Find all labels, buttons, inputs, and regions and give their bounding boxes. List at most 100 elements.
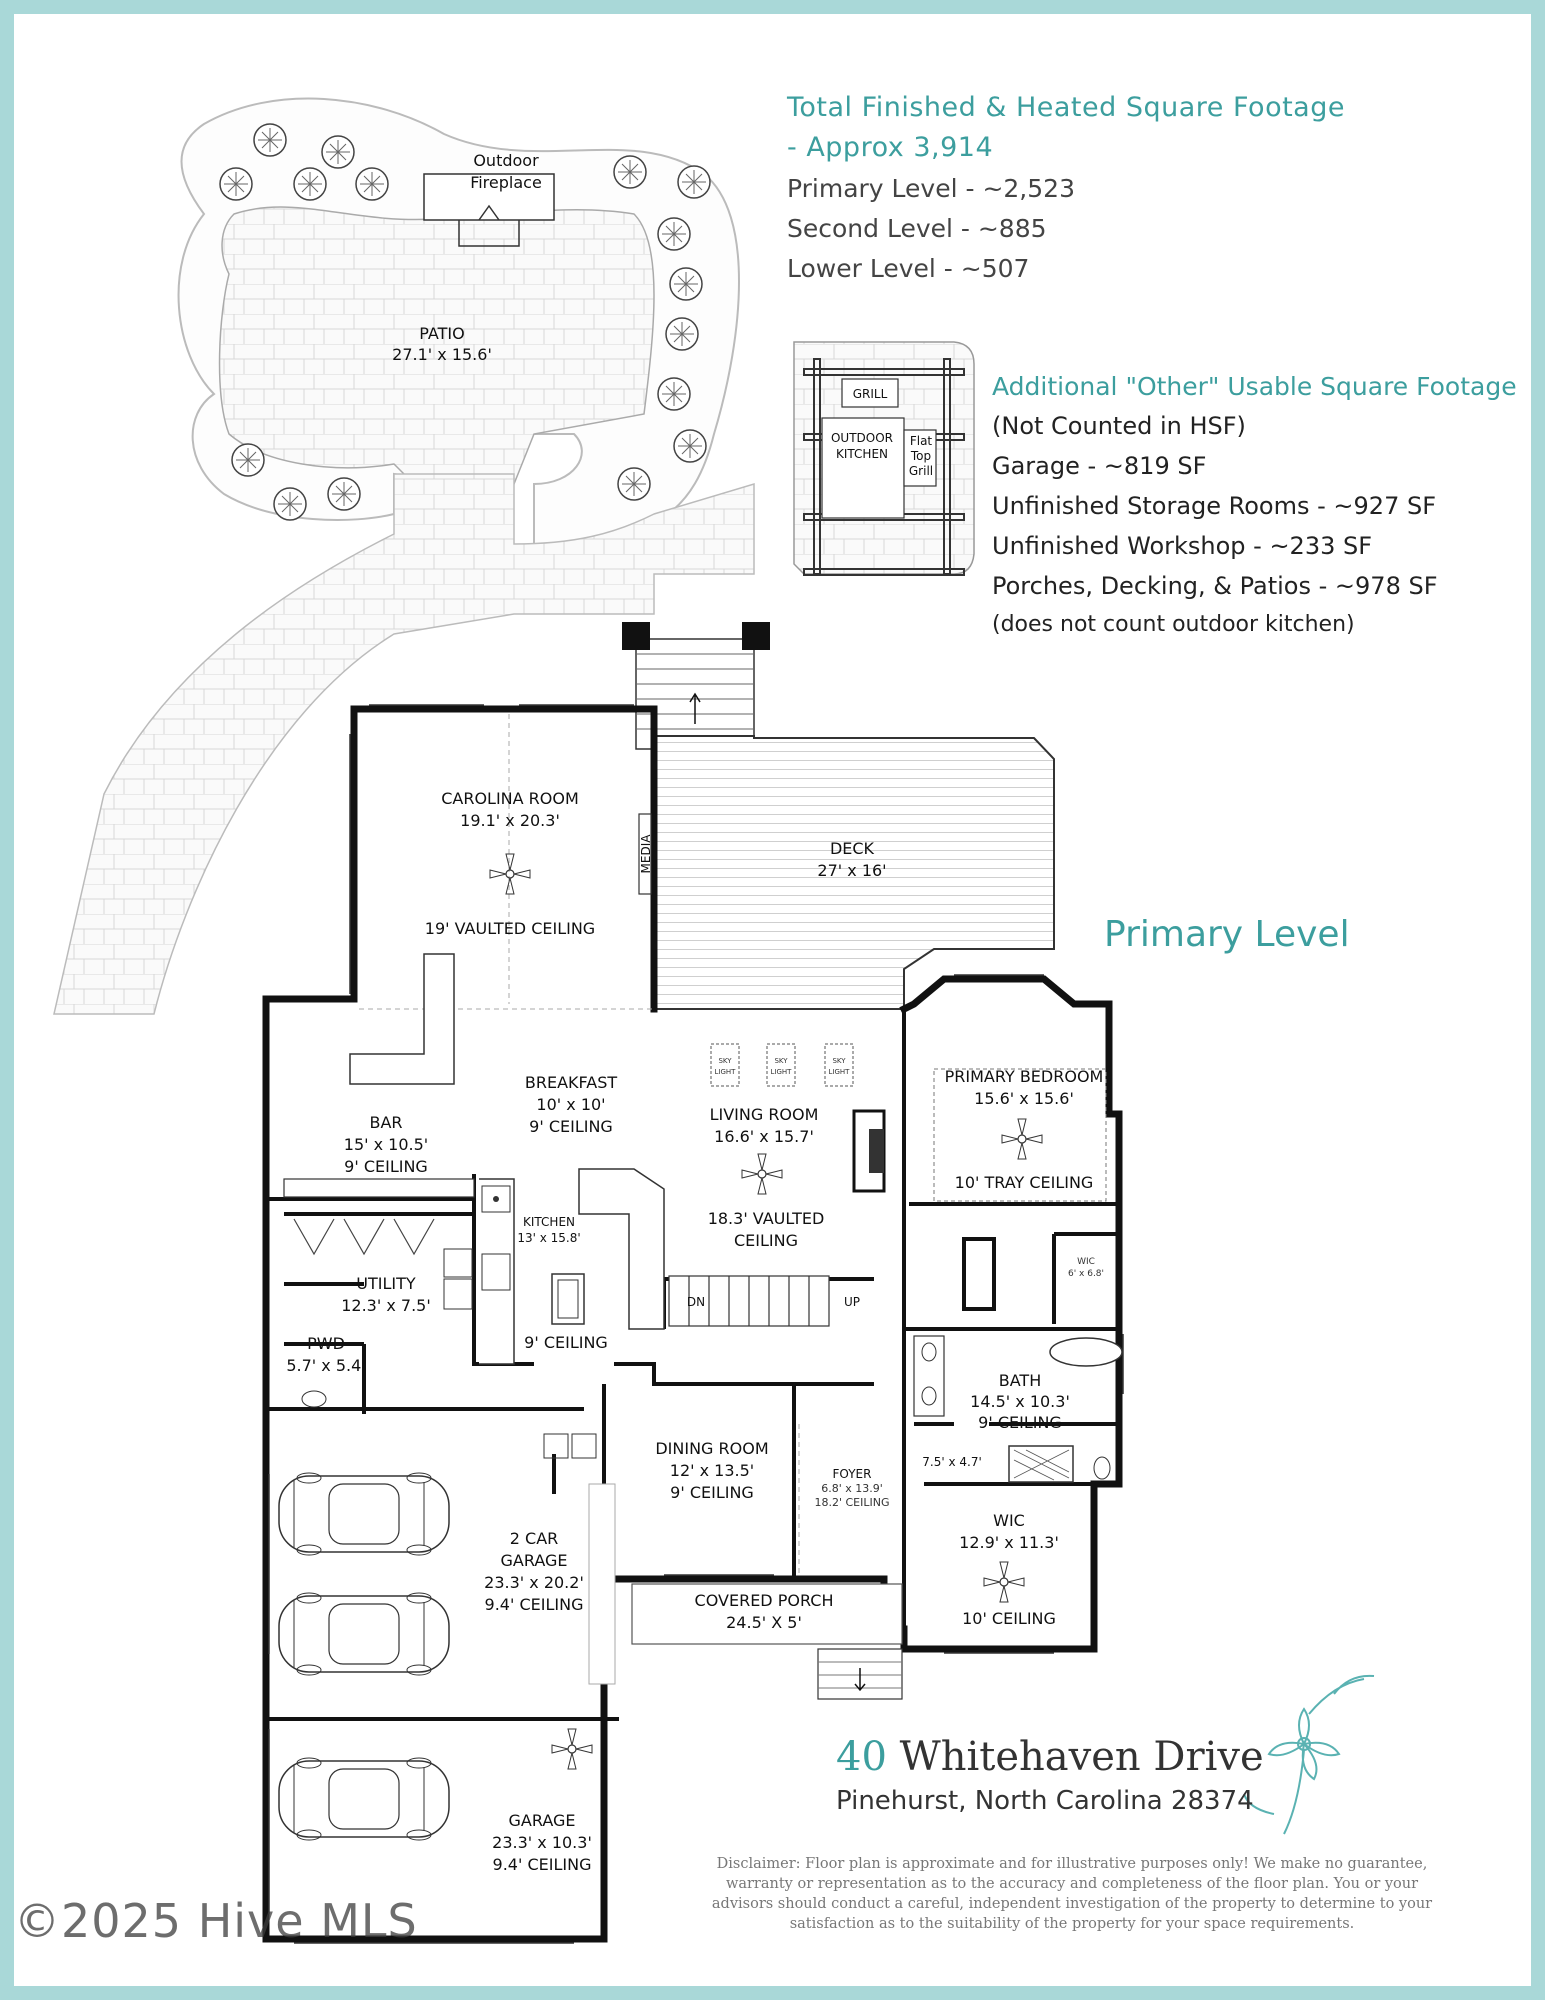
ceiling-fan-icon — [741, 1153, 783, 1195]
tree-icon — [273, 487, 307, 521]
foyer-ceiling: 18.2' CEILING — [814, 1496, 889, 1509]
living-room-ceiling-2: CEILING — [734, 1231, 798, 1250]
summary-level-second: Second Level - ~885 — [787, 214, 1047, 243]
tree-icon — [321, 135, 355, 169]
skylight-label-3a: SKY — [832, 1057, 846, 1065]
ceiling-fan-icon — [1001, 1118, 1043, 1160]
skylight-label-1a: SKY — [718, 1057, 732, 1065]
property-address: 40 Whitehaven Drive — [836, 1734, 1264, 1780]
watermark: ©2025 Hive MLS — [14, 1894, 418, 1948]
tree-icon — [657, 217, 691, 251]
ceiling-fan-icon — [983, 1561, 1025, 1603]
additional-note: (Not Counted in HSF) — [992, 412, 1246, 440]
exterior-walls — [262, 705, 1123, 1943]
wic-large-ceiling: 10' CEILING — [962, 1609, 1056, 1628]
additional-item-porches: Porches, Decking, & Patios - ~978 SF — [992, 572, 1438, 600]
address-number: 40 — [836, 1734, 887, 1780]
address-street: Whitehaven Drive — [899, 1734, 1264, 1780]
outdoor-fireplace — [423, 173, 555, 221]
bath-ceiling: 9' CEILING — [978, 1413, 1062, 1432]
living-room-dimensions: 16.6' x 15.7' — [714, 1127, 814, 1146]
breakfast-ceiling: 9' CEILING — [529, 1117, 613, 1136]
covered-porch-dimensions: 24.5' X 5' — [726, 1613, 802, 1632]
deck-label: DECK — [830, 839, 875, 858]
car-icon — [278, 1472, 450, 1556]
flat-top-grill-label-1: Flat — [910, 434, 933, 448]
two-car-garage-label-1: 2 CAR — [510, 1529, 559, 1548]
two-car-garage-dimensions: 23.3' x 20.2' — [484, 1573, 584, 1592]
additional-item-workshop: Unfinished Workshop - ~233 SF — [992, 532, 1373, 560]
bar-ceiling: 9' CEILING — [344, 1157, 428, 1176]
skylight-label-2b: LIGHT — [771, 1068, 793, 1076]
tree-icon — [327, 477, 361, 511]
skylight-label-3b: LIGHT — [829, 1068, 851, 1076]
kitchen-label: KITCHEN — [523, 1215, 575, 1229]
media-label: MEDIA — [639, 834, 653, 874]
tree-icon — [219, 167, 253, 201]
car-icon — [278, 1757, 450, 1841]
dining-room-ceiling: 9' CEILING — [670, 1483, 754, 1502]
living-room-ceiling-1: 18.3' VAULTED — [708, 1209, 825, 1228]
flat-top-grill-label-3: Grill — [909, 464, 933, 478]
bath-label: BATH — [999, 1371, 1041, 1390]
primary-bedroom-label: PRIMARY BEDROOM — [945, 1067, 1104, 1086]
breakfast-label: BREAKFAST — [525, 1073, 617, 1092]
deck-dimensions: 27' x 16' — [817, 861, 886, 880]
utility-dimensions: 12.3' x 7.5' — [341, 1296, 431, 1315]
address-city: Pinehurst, North Carolina 28374 — [836, 1786, 1254, 1816]
skylight-label-1b: LIGHT — [715, 1068, 737, 1076]
wic-large-label: WIC — [993, 1511, 1025, 1530]
tree-icon — [669, 267, 703, 301]
pwd-dimensions: 5.7' x 5.4' — [286, 1356, 365, 1375]
primary-bedroom-ceiling: 10' TRAY CEILING — [955, 1173, 1094, 1192]
outdoor-fireplace-label-2: Fireplace — [470, 173, 542, 192]
tree-icon — [617, 467, 651, 501]
ceiling-fan-icon — [489, 853, 531, 895]
living-room-label: LIVING ROOM — [710, 1105, 819, 1124]
outdoor-kitchen-label-2: KITCHEN — [836, 447, 888, 461]
tree-icon — [677, 165, 711, 199]
pwd-label: PWD — [307, 1334, 345, 1353]
covered-porch-label: COVERED PORCH — [695, 1591, 834, 1610]
windows — [268, 704, 1124, 1944]
flat-top-grill-label-2: Top — [910, 449, 931, 463]
skylights: SKY LIGHT SKY LIGHT SKY LIGHT — [710, 1043, 854, 1087]
outdoor-fireplace-label-1: Outdoor — [473, 151, 539, 170]
tree-icon — [231, 443, 265, 477]
carolina-room-label: CAROLINA ROOM — [441, 789, 579, 808]
tree-icon — [613, 155, 647, 189]
additional-title: Additional "Other" Usable Square Footage — [992, 372, 1517, 401]
kitchen-dimensions: 13' x 15.8' — [517, 1231, 580, 1245]
foyer-dimensions: 6.8' x 13.9' — [821, 1482, 883, 1495]
additional-item-garage: Garage - ~819 SF — [992, 452, 1207, 480]
closet-small-dimensions: 7.5' x 4.7' — [922, 1455, 982, 1469]
garage-label: GARAGE — [509, 1811, 576, 1830]
wic-small-label: WIC — [1077, 1257, 1095, 1267]
tree-icon — [293, 167, 327, 201]
dining-room-label: DINING ROOM — [655, 1439, 768, 1458]
additional-footnote: (does not count outdoor kitchen) — [992, 612, 1355, 637]
patio-label: PATIO — [419, 324, 464, 343]
breakfast-dimensions: 10' x 10' — [536, 1095, 605, 1114]
tree-icon — [657, 377, 691, 411]
summary-level-lower: Lower Level - ~507 — [787, 254, 1030, 283]
kitchen-ceiling: 9' CEILING — [524, 1333, 608, 1352]
disclaimer: Disclaimer: Floor plan is approximate an… — [711, 1856, 1433, 1932]
primary-bedroom-dimensions: 15.6' x 15.6' — [974, 1089, 1074, 1108]
level-label: Primary Level — [1104, 914, 1350, 955]
bar-dimensions: 15' x 10.5' — [344, 1135, 428, 1154]
walkway — [53, 473, 755, 1015]
summary-level-primary: Primary Level - ~2,523 — [787, 174, 1075, 203]
staircase — [668, 1275, 830, 1327]
carolina-room-ceiling: 19' VAULTED CEILING — [425, 919, 595, 938]
tree-icon — [673, 429, 707, 463]
utility-label: UTILITY — [356, 1274, 416, 1293]
skylight-label-2a: SKY — [774, 1057, 788, 1065]
bar-label: BAR — [369, 1113, 402, 1132]
garage-ceiling: 9.4' CEILING — [493, 1855, 592, 1874]
carolina-room-dimensions: 19.1' x 20.3' — [460, 811, 560, 830]
ceiling-fan-icon — [551, 1728, 593, 1770]
floor-plan-page: Outdoor Fireplace PATIO 27.1' x 15.6' GR… — [14, 14, 1531, 1986]
stair-down-label: DN — [687, 1295, 705, 1309]
additional-item-storage: Unfinished Storage Rooms - ~927 SF — [992, 492, 1436, 520]
